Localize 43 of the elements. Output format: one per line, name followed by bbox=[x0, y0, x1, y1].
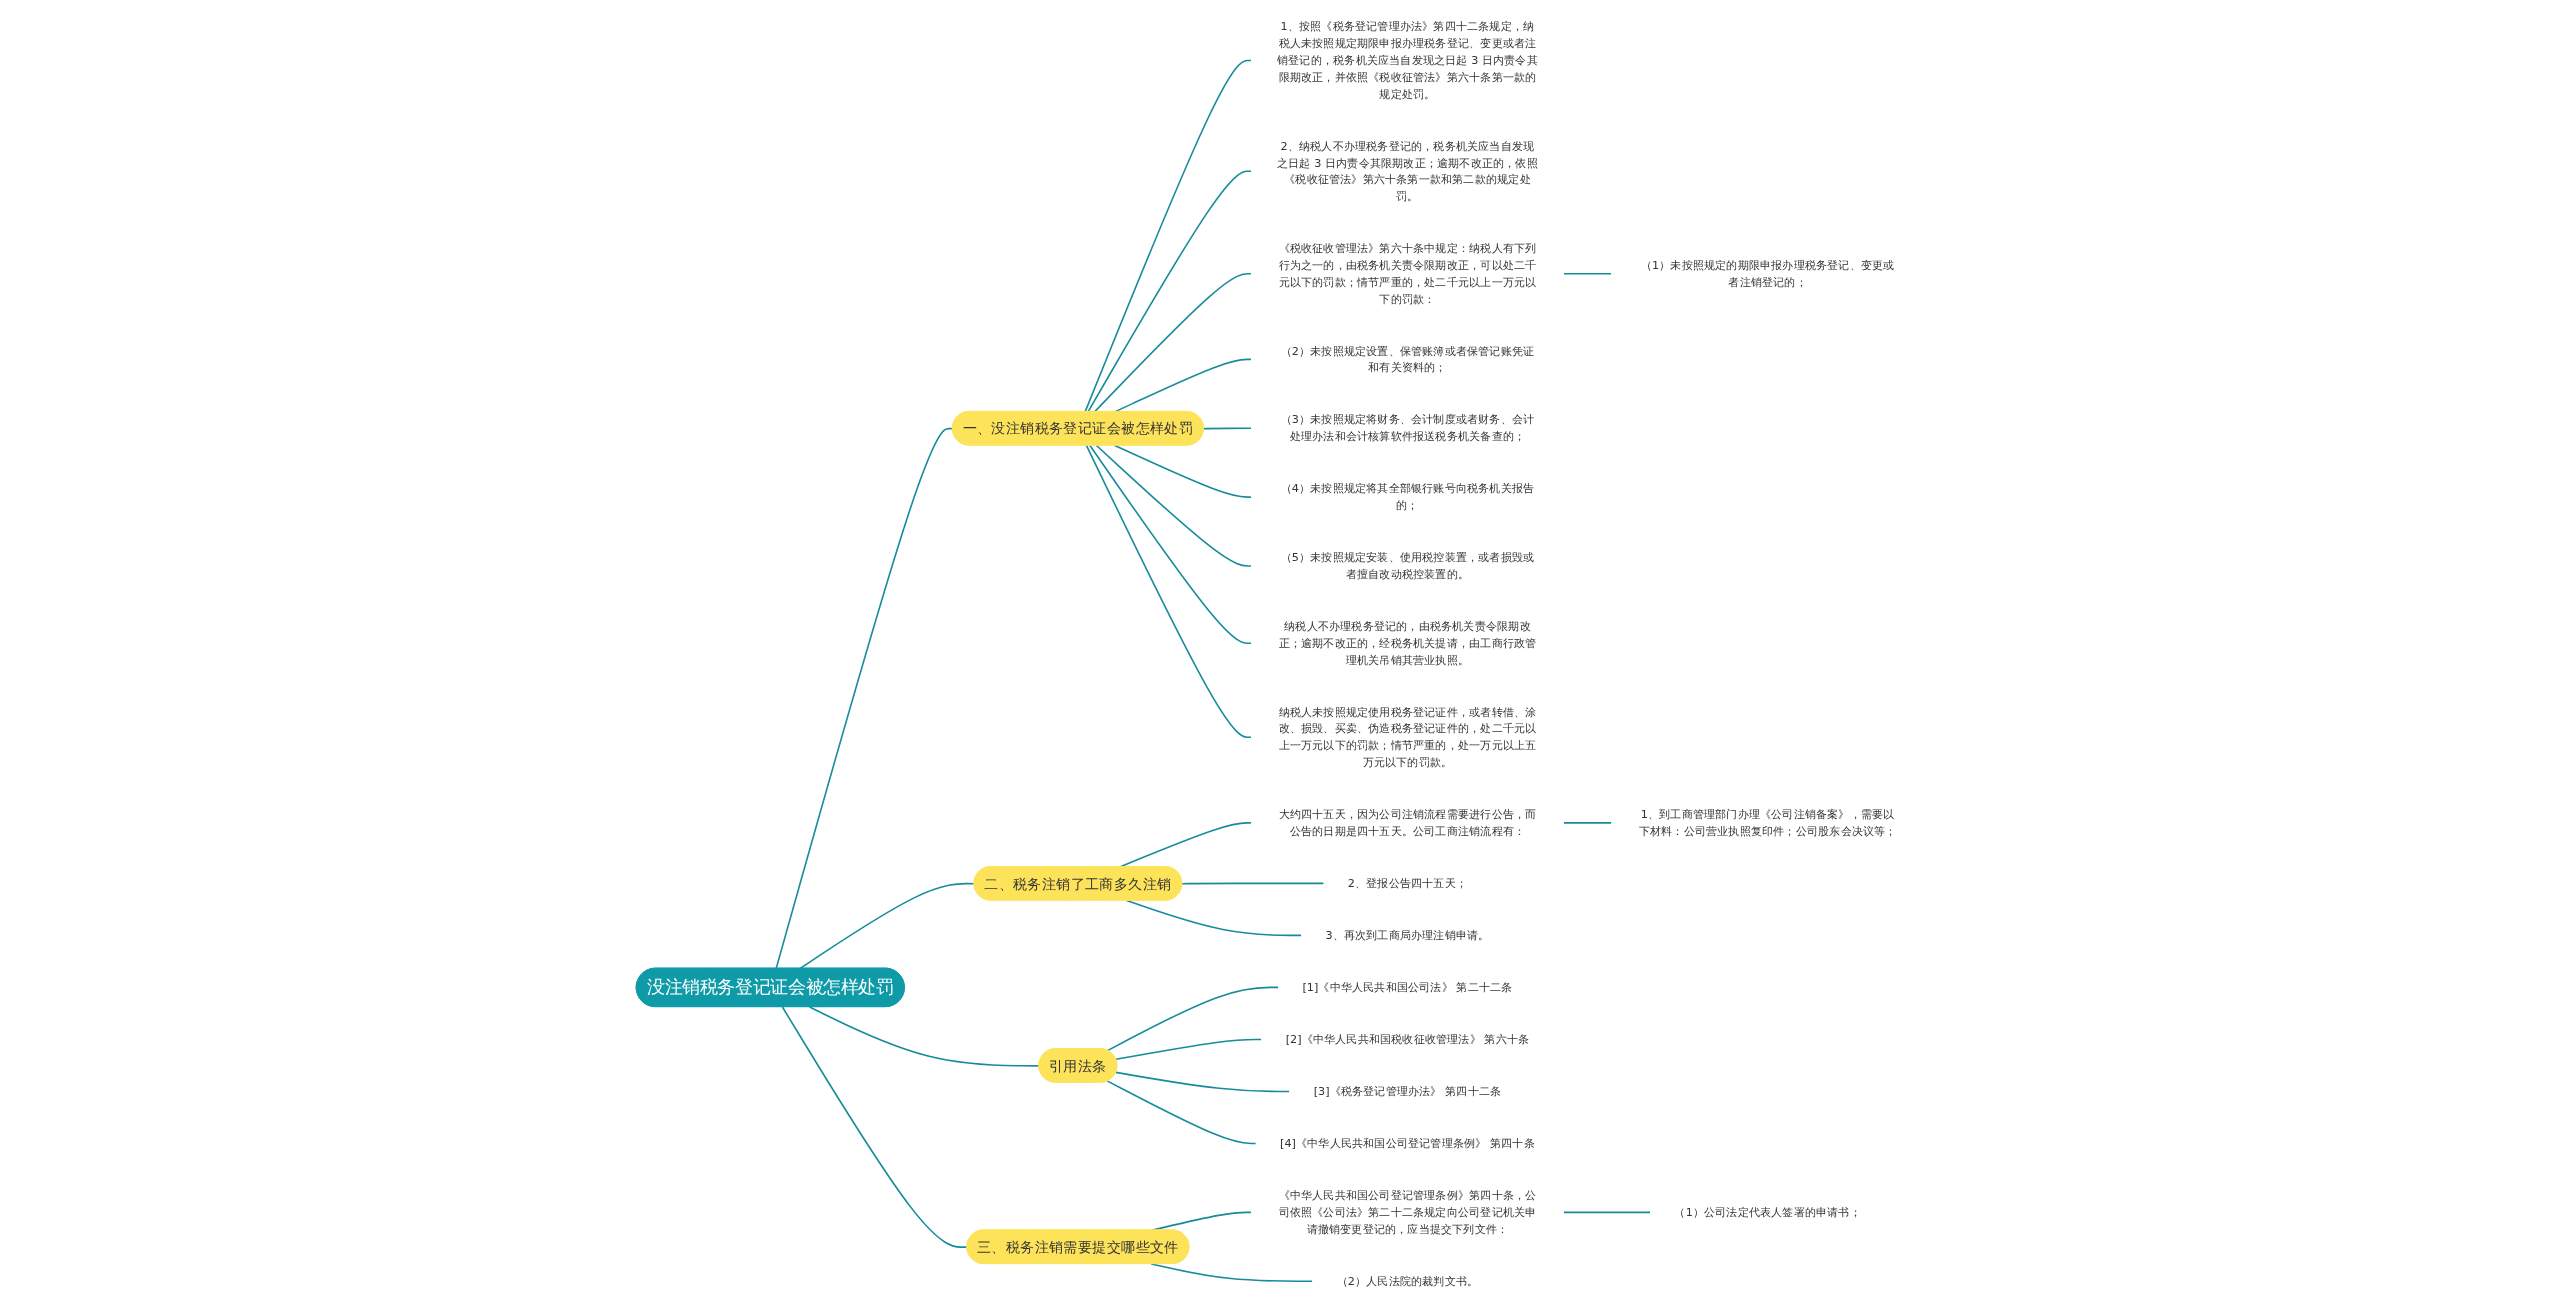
connector bbox=[1119, 822, 1253, 868]
node-text: 《中华人民共和国公司登记管理条例》第四十条，公司依照《公司法》第二十二条规定向公司登记机关申请撤销变更登记的，应当提交下列文件： bbox=[1278, 1188, 1537, 1236]
connector bbox=[1202, 427, 1253, 430]
connector bbox=[1087, 170, 1253, 413]
node-text: 大约四十五天，因为公司注销流程需要进行公告，而公告的日期是四十五天。公司工商注销流程有： bbox=[1278, 807, 1537, 838]
connector bbox=[1106, 1080, 1257, 1145]
node-text: 3、再次到工商局办理注销申请。 bbox=[1325, 928, 1490, 942]
node-text: 2、登报公告四十五天； bbox=[1347, 876, 1468, 890]
node-text: （2）人民法院的裁判文书。 bbox=[1336, 1274, 1479, 1288]
node-text: （4）未按照规定将其全部银行账号向税务机关报告的； bbox=[1280, 481, 1535, 512]
connector bbox=[1150, 1263, 1314, 1282]
connector bbox=[1093, 272, 1253, 413]
connector bbox=[799, 882, 976, 970]
node-text: （5）未按照规定安装、使用税控装置，或者损毁或者擅自改动税控装置的。 bbox=[1280, 550, 1535, 581]
connector bbox=[1089, 444, 1253, 644]
node-text: 纳税人未按照规定使用税务登记证件，或者转借、涂改、损毁、买卖、伪造税务登记证件的，处二千元以上一万元以下的罚款；情节严重的，处一万元以上五万元以下的罚款。 bbox=[1278, 705, 1537, 769]
node-text: 《税收征收管理法》第六十条中规定：纳税人有下列行为之一的，由税务机关责令限期改正，可以处二千元以下的罚款；情节严重的，处二千元以上一万元以下的罚款： bbox=[1278, 241, 1537, 305]
connector bbox=[1562, 1211, 1652, 1214]
connector bbox=[781, 1006, 968, 1248]
node-text: [4]《中华人民共和国公司登记管理条例》 第四十条 bbox=[1280, 1136, 1535, 1150]
node-text: 1、到工商管理部门办理《公司注销备案》，需要以下材料：公司营业执照复印件；公司股东会决议等； bbox=[1638, 807, 1897, 838]
connector bbox=[1085, 444, 1253, 739]
connector bbox=[1106, 986, 1280, 1052]
connector bbox=[1181, 882, 1325, 885]
node-text: [2]《中华人民共和国税收征收管理法》 第六十条 bbox=[1285, 1032, 1530, 1046]
node-text: 纳税人不办理税务登记的，由税务机关责令限期改正；逾期不改正的，经税务机关提请，由工商行政管理机关吊销其营业执照。 bbox=[1278, 619, 1537, 667]
node-text: （3）未按照规定将财务、会计制度或者财务、会计处理办法和会计核算软件报送税务机关备查的； bbox=[1280, 413, 1535, 443]
connector bbox=[1125, 899, 1303, 937]
connector bbox=[1095, 444, 1253, 567]
node-text: （1）公司法定代表人签署的申请书； bbox=[1674, 1205, 1861, 1219]
node-text: （1）未按照规定的期限申报办理税务登记、变更或者注销登记的； bbox=[1640, 258, 1895, 289]
node-text: 2、纳税人不办理税务登记的，税务机关应当自发现之日起 3 日内责令其限期改正；逾期不改正的，依照《税收征管法》第六十条第一款和第二款的规定处罚。 bbox=[1277, 139, 1538, 203]
connector bbox=[1562, 822, 1613, 824]
node-text: 1、按照《税务登记管理办法》第四十二条规定，纳税人未按照规定期限申报办理税务登记、变更或者注销登记的，税务机关应当自发现之日起 3 日内责令其限期改正，并依照《税收征管法》第六十条第一款的规定处罚。 bbox=[1277, 20, 1538, 101]
node-text: [3]《税务登记管理办法》 第四十二条 bbox=[1313, 1084, 1502, 1098]
connector bbox=[1115, 1038, 1263, 1061]
connector bbox=[1115, 1071, 1291, 1093]
node-text: [1]《中华人民共和国公司法》 第二十二条 bbox=[1302, 980, 1513, 994]
node-text: （2）未按照规定设置、保管账簿或者保管记账凭证和有关资料的； bbox=[1280, 344, 1535, 374]
connector bbox=[775, 427, 954, 970]
connector bbox=[1113, 444, 1253, 498]
connector bbox=[1562, 272, 1613, 275]
connector bbox=[1084, 59, 1253, 413]
